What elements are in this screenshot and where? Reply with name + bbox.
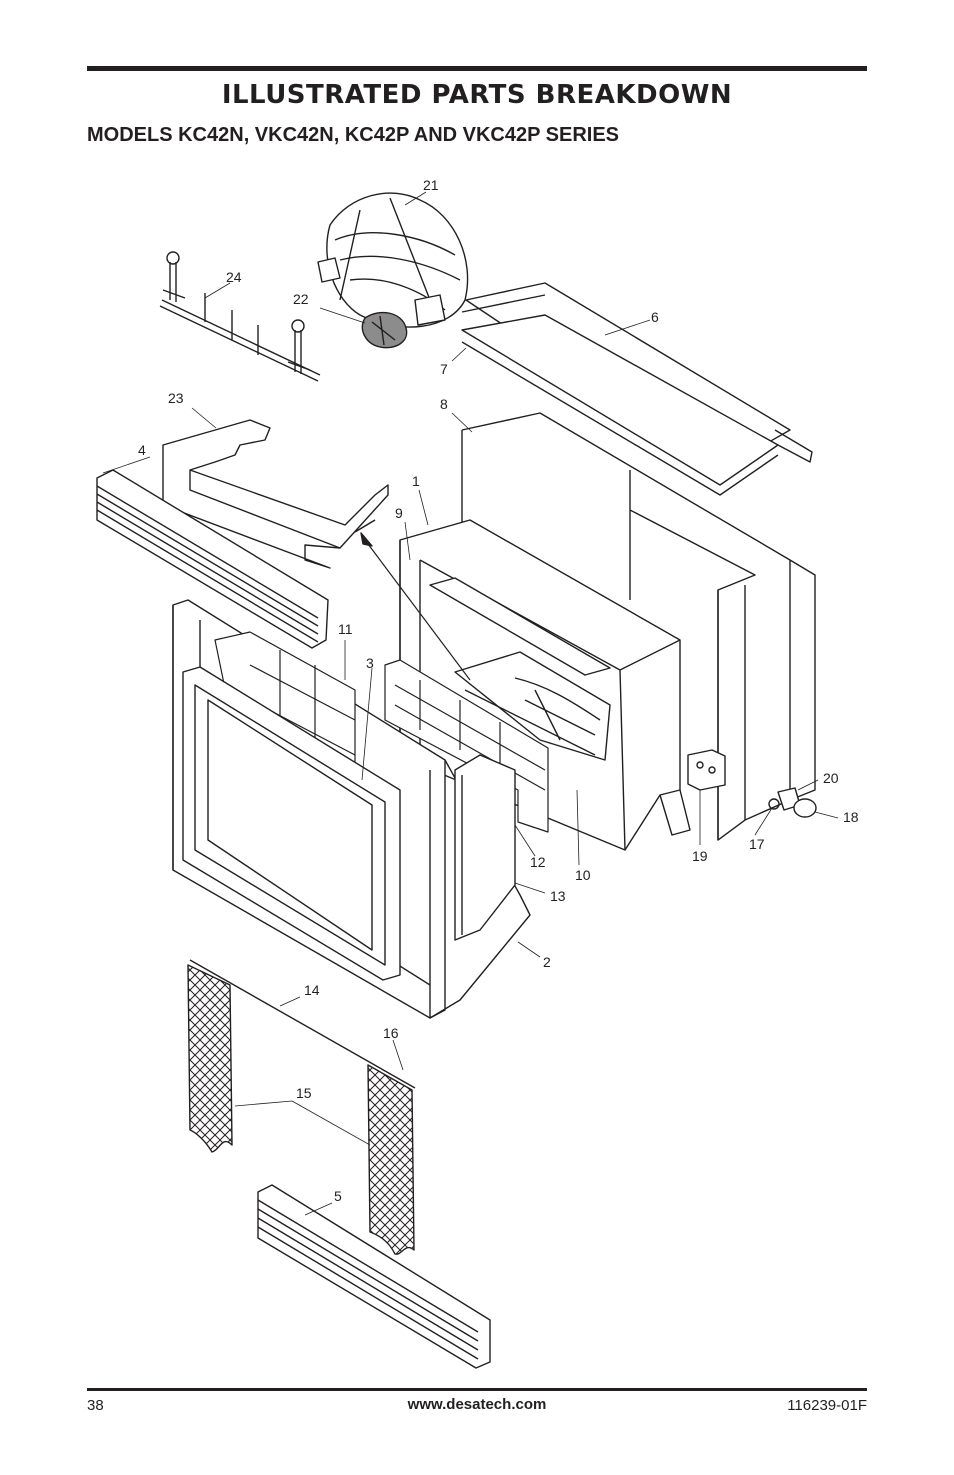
callout-15: 15 — [296, 1085, 312, 1101]
callout-5: 5 — [334, 1188, 342, 1204]
brick-side-12 — [384, 659, 549, 833]
callout-23: 23 — [168, 390, 184, 406]
callout-22: 22 — [293, 291, 309, 307]
callout-16: 16 — [383, 1025, 399, 1041]
document-number: 116239-01F — [787, 1397, 867, 1414]
trim-5 — [257, 1184, 491, 1369]
callout-14: 14 — [304, 982, 320, 998]
callout-11: 11 — [338, 621, 353, 637]
callout-7: 7 — [440, 361, 448, 377]
website-link[interactable]: www.desatech.com — [407, 1396, 547, 1413]
callout-21: 21 — [423, 177, 439, 193]
bracket-23 — [162, 419, 389, 569]
header-rule — [87, 66, 867, 71]
screen-rod-14 — [189, 959, 416, 1089]
callout-24: 24 — [226, 269, 242, 285]
screen-15 — [187, 964, 415, 1255]
callout-labels: 21 22 24 6 7 8 23 4 1 9 11 3 12 10 13 2 … — [138, 177, 859, 1204]
page-title: ILLUSTRATED PARTS BREAKDOWN — [221, 80, 733, 110]
callout-8: 8 — [440, 396, 448, 412]
arrow-line — [364, 539, 471, 681]
callout-20: 20 — [823, 770, 839, 786]
callout-10: 10 — [575, 867, 591, 883]
callout-2: 2 — [543, 954, 551, 970]
callout-3: 3 — [366, 655, 374, 671]
callout-9: 9 — [395, 505, 403, 521]
junction-box-19 — [687, 749, 726, 791]
callout-17: 17 — [749, 836, 765, 852]
page-number: 38 — [87, 1397, 104, 1414]
top-panel-7 — [461, 314, 813, 496]
footer-rule — [87, 1388, 867, 1391]
door-frame-3 — [182, 666, 401, 981]
callout-12: 12 — [530, 854, 546, 870]
side-panel-13 — [454, 754, 516, 941]
callout-18: 18 — [843, 809, 859, 825]
log-grate-24 — [159, 251, 321, 382]
log-set-21 — [317, 192, 469, 328]
ember-material-22 — [361, 311, 408, 349]
callout-13: 13 — [550, 888, 566, 904]
callout-6: 6 — [651, 309, 659, 325]
callout-19: 19 — [692, 848, 708, 864]
burner-assembly — [454, 651, 611, 761]
callout-4: 4 — [138, 442, 146, 458]
exploded-parts-diagram: 21 22 24 6 7 8 23 4 1 9 11 3 12 10 13 2 … — [96, 177, 859, 1369]
arrow-head — [360, 532, 373, 547]
callout-1: 1 — [412, 473, 420, 489]
page-subtitle: MODELS KC42N, VKC42N, KC42P AND VKC42P S… — [87, 124, 620, 146]
leader-lines — [102, 191, 839, 1216]
switch-parts — [768, 787, 817, 818]
